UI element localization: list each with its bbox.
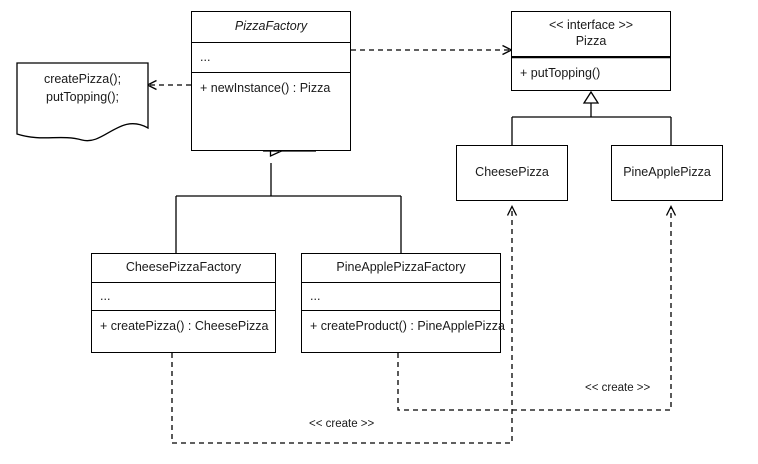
class-pineapple-pizza-factory[interactable]: PineApplePizzaFactory ... + createProduc…: [301, 253, 505, 353]
class-pizza-operations: + putTopping(): [512, 56, 670, 90]
class-pizza-title: Pizza: [575, 34, 607, 48]
class-pizza-factory[interactable]: PizzaFactory ... + newInstance() : Pizza: [191, 11, 351, 151]
class-pizza-interface[interactable]: << interface >> Pizza + putTopping(): [511, 11, 671, 91]
class-cheese-pizza-factory[interactable]: CheesePizzaFactory ... + createPizza() :…: [91, 253, 276, 353]
class-pizza-factory-title: PizzaFactory: [234, 19, 308, 34]
class-pizza-factory-operations: + newInstance() : Pizza: [192, 72, 350, 150]
class-pineapple-pizza[interactable]: PineApplePizza: [611, 145, 723, 201]
edge-generalization-factories: [175, 138, 402, 253]
class-pizza-header: << interface >> Pizza: [512, 12, 670, 56]
class-cheese-pizza-factory-attributes: ...: [92, 282, 275, 310]
class-cheese-pizza-title: CheesePizza: [475, 165, 549, 180]
class-pineapple-pizza-factory-attributes: ...: [302, 282, 500, 310]
class-pizza-factory-attributes: ...: [192, 42, 350, 72]
class-cheese-pizza-factory-title: CheesePizzaFactory: [125, 260, 242, 275]
class-cheese-pizza[interactable]: CheesePizza: [456, 145, 568, 201]
class-pineapple-pizza-title: PineApplePizza: [623, 165, 711, 180]
note-text: createPizza(); putTopping();: [43, 72, 122, 105]
edge-generalization-pizzas: [511, 90, 672, 145]
edge-label-create-left: << create >>: [307, 418, 377, 430]
class-pizza-stereotype: << interface >>: [548, 18, 634, 33]
class-pineapple-pizza-factory-title: PineApplePizzaFactory: [336, 260, 466, 275]
class-pineapple-pizza-factory-operations: + createProduct() : PineApplePizza: [302, 310, 505, 352]
class-cheese-pizza-factory-operations: + createPizza() : CheesePizza: [92, 310, 275, 352]
edge-label-create-right: << create >>: [583, 382, 653, 394]
